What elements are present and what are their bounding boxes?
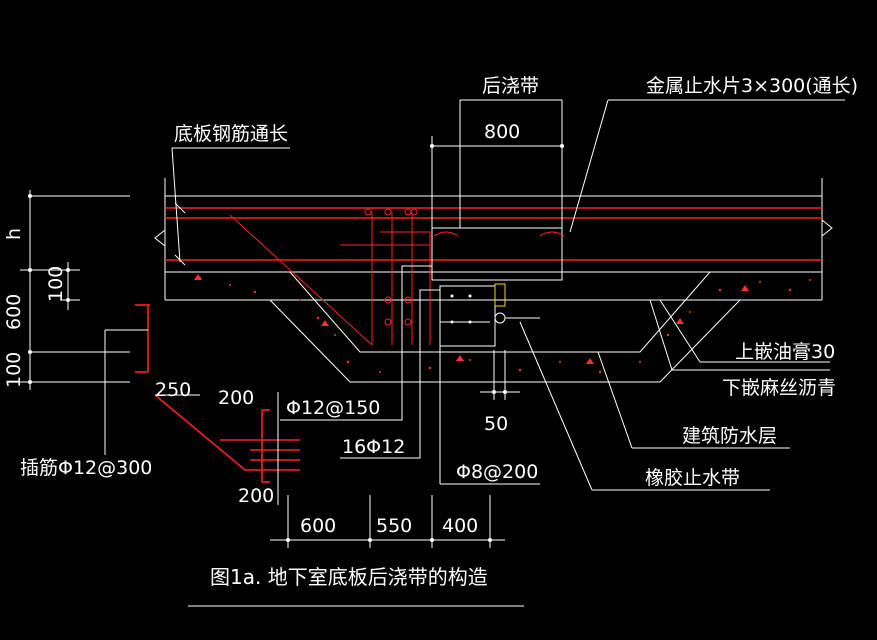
lower-sealant-label: 下嵌麻丝沥青: [722, 377, 836, 399]
rebar-16phi12-label: 16Φ12: [342, 436, 405, 458]
rebar-phi12-150-label: Φ12@150: [286, 397, 380, 419]
concrete-hatch: [194, 274, 811, 374]
left-dims: [20, 190, 130, 390]
dim-200-bottom-label: 200: [238, 485, 274, 507]
bottom-dim-600-label: 600: [300, 515, 336, 537]
bottom-dims: [270, 495, 505, 548]
dowel-label: 插筋Φ12@300: [20, 457, 152, 479]
slab-outline: [154, 178, 833, 383]
dim-50-label: 50: [484, 413, 508, 435]
waterstop-leader: [569, 99, 845, 233]
waterproof-layer-label: 建筑防水层: [682, 425, 777, 447]
dim-600-label: 600: [3, 294, 25, 330]
dim-100-lower-label: 100: [3, 352, 25, 388]
dowel-detail: [104, 304, 300, 505]
bottom-dim-550-label: 550: [376, 515, 412, 537]
bottom-dim-400-label: 400: [442, 515, 478, 537]
slab-rebar-label: 底板钢筋通长: [174, 123, 288, 145]
rubber-waterstop-label: 橡胶止水带: [645, 467, 740, 489]
rebar-leaders: [280, 265, 540, 485]
dim-250-label: 250: [155, 379, 191, 401]
rebar-lines: [165, 207, 822, 346]
post-pour-strip-label: 后浇带: [482, 75, 539, 97]
dim-100-upper-label: 100: [45, 266, 67, 302]
dim-h-label: h: [3, 228, 25, 240]
dim-800: [430, 136, 564, 228]
strip-width-label: 800: [484, 121, 520, 143]
upper-sealant-label: 上嵌油膏30: [735, 340, 835, 363]
right-leaders: [510, 299, 830, 491]
dim-50: [480, 350, 520, 400]
waterstop-plate-label: 金属止水片3×300(通长): [646, 75, 858, 97]
figure-caption: 图1a. 地下室底板后浇带的构造: [210, 565, 488, 589]
dim-200-top-label: 200: [218, 387, 254, 409]
stirrup-phi8-200-label: Φ8@200: [456, 461, 538, 483]
slab-rebar-leader: [171, 147, 290, 266]
